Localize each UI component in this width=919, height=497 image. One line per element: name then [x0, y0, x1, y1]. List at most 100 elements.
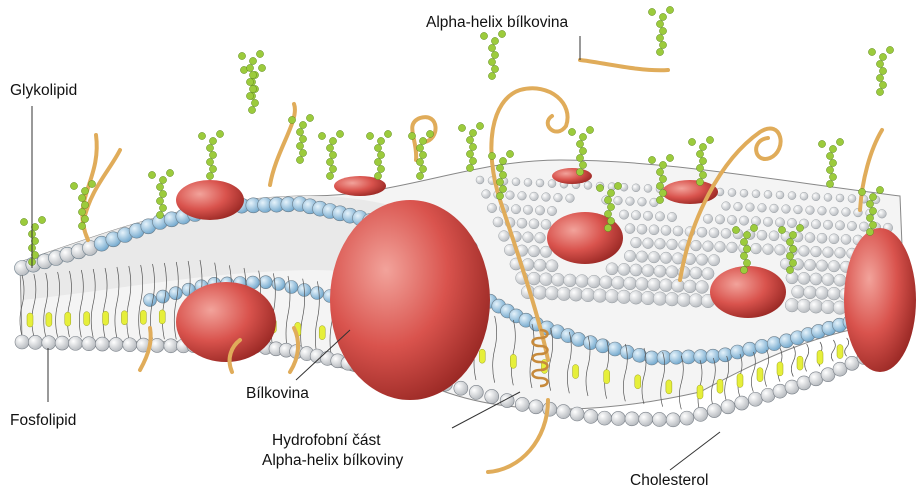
- sugar-unit: [458, 124, 465, 131]
- sugar-unit: [743, 245, 750, 252]
- phospholipid-head: [734, 202, 743, 211]
- sugar-unit: [659, 161, 666, 168]
- sugar-unit: [329, 151, 336, 158]
- cholesterol-molecule: [27, 313, 33, 327]
- sugar-unit: [607, 203, 614, 210]
- phospholipid-head: [665, 292, 679, 306]
- sugar-unit: [866, 214, 873, 221]
- sugar-unit: [466, 150, 473, 157]
- sugar-unit: [826, 180, 833, 187]
- sugar-unit: [198, 132, 205, 139]
- phospholipid-head: [566, 194, 575, 203]
- sugar-unit: [829, 145, 836, 152]
- phospholipid-head: [542, 193, 551, 202]
- protein-edge: [844, 228, 916, 372]
- cholesterol-molecule: [717, 379, 723, 393]
- cholesterol-molecule: [817, 350, 823, 364]
- phospholipid-head: [540, 273, 553, 286]
- phospholipid-head: [631, 211, 640, 220]
- phospholipid-head: [697, 227, 707, 237]
- phospholipid-head: [535, 206, 544, 215]
- sugar-unit: [496, 164, 503, 171]
- phospholipid-head: [775, 218, 784, 227]
- phospholipid-head: [735, 396, 749, 410]
- sugar-unit: [88, 180, 95, 187]
- phospholipid-head: [643, 238, 654, 249]
- sugar-unit: [288, 116, 295, 123]
- phospholipid-head: [721, 228, 731, 238]
- sugar-unit: [326, 172, 333, 179]
- sugar-unit: [699, 143, 706, 150]
- sugar-unit: [879, 53, 886, 60]
- phospholipid-head: [523, 232, 534, 243]
- phospholipid-head: [524, 178, 532, 186]
- phospholipid-head: [95, 337, 109, 351]
- sugar-unit: [299, 121, 306, 128]
- phospholipid-head: [743, 342, 757, 356]
- phospholipid-head: [518, 191, 527, 200]
- phospholipid-head: [835, 221, 844, 230]
- phospholipid-head: [614, 196, 623, 205]
- label-cholesterol: Cholesterol: [630, 472, 708, 490]
- sugar-unit: [836, 138, 843, 145]
- sugar-unit: [249, 85, 256, 92]
- cholesterol-molecule: [666, 380, 672, 394]
- sugar-unit: [159, 176, 166, 183]
- sugar-unit: [568, 128, 575, 135]
- sugar-unit: [299, 149, 306, 156]
- phospholipid-head: [593, 289, 607, 303]
- sugar-unit: [81, 201, 88, 208]
- sugar-unit: [876, 60, 883, 67]
- sugar-unit: [206, 172, 213, 179]
- sugar-unit: [419, 165, 426, 172]
- sugar-unit: [696, 164, 703, 171]
- sugar-unit: [743, 259, 750, 266]
- sugar-unit: [377, 165, 384, 172]
- phospholipid-head: [798, 272, 810, 284]
- sugar-unit: [576, 154, 583, 161]
- sugar-unit: [78, 194, 85, 201]
- sugar-unit: [826, 166, 833, 173]
- phospholipid-head: [746, 203, 755, 212]
- phospholipid-head: [545, 286, 559, 300]
- phospholipid-head: [631, 237, 642, 248]
- sugar-unit: [156, 183, 163, 190]
- phospholipid-head: [822, 274, 834, 286]
- sugar-unit: [166, 169, 173, 176]
- phospholipid-head: [311, 287, 324, 300]
- sugar-unit: [491, 65, 498, 72]
- phospholipid-head: [684, 280, 697, 293]
- phospholipid-head: [669, 350, 683, 364]
- phospholipid-head: [804, 259, 816, 271]
- phospholipid-head: [731, 345, 745, 359]
- sugar-unit: [496, 192, 503, 199]
- phospholipid-head: [547, 206, 556, 215]
- sugar-unit: [699, 157, 706, 164]
- sugar-unit: [829, 159, 836, 166]
- phospholipid-head: [554, 193, 563, 202]
- sugar-unit: [876, 186, 883, 193]
- phospholipid-head: [570, 407, 584, 421]
- phospholipid-head: [569, 288, 583, 302]
- phospholipid-head: [636, 251, 648, 263]
- sugar-unit: [246, 64, 253, 71]
- phospholipid-head: [626, 197, 635, 206]
- phospholipid-head: [689, 294, 703, 308]
- phospholipid-head: [841, 234, 851, 244]
- phospholipid-head: [830, 207, 839, 216]
- sugar-unit: [743, 231, 750, 238]
- sugar-unit: [306, 114, 313, 121]
- phospholipid-head: [706, 349, 720, 363]
- phospholipid-head: [645, 351, 659, 365]
- phospholipid-head: [530, 192, 539, 201]
- phospholipid-head: [752, 190, 760, 198]
- sugar-unit: [604, 224, 611, 231]
- sugar-unit: [879, 81, 886, 88]
- phospholipid-head: [28, 335, 42, 349]
- phospholipid-head: [811, 246, 822, 257]
- sugar-unit: [70, 182, 77, 189]
- phospholipid-head: [469, 385, 483, 399]
- sugar-unit: [659, 13, 666, 20]
- phospholipid-head: [630, 264, 642, 276]
- sugar-unit: [576, 140, 583, 147]
